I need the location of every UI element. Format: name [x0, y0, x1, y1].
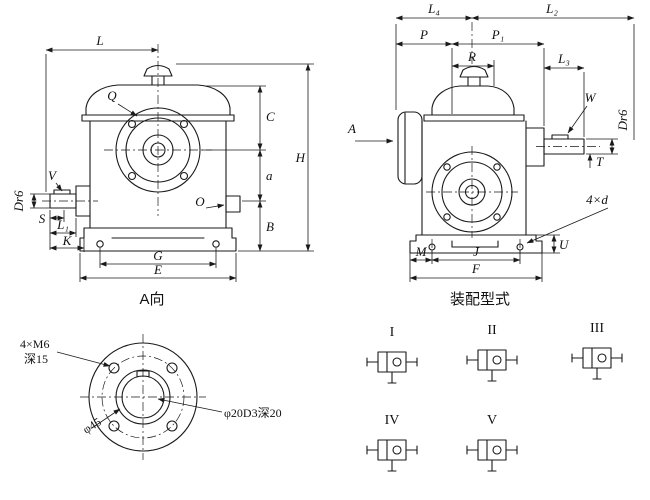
side-view-dimensions: L₄ L₂ P P₁ R L₃ W Dr6 T A 4×d: [347, 1, 635, 282]
dim-label-Q: Q: [107, 88, 117, 103]
front-view-dimensions: L Q C a B H O G E V: [11, 33, 314, 282]
dim-label-B: B: [266, 219, 274, 234]
dim-label-E: E: [153, 262, 162, 277]
dim-label-Dr6-front: Dr6: [11, 190, 26, 212]
dim-label-S: S: [39, 211, 46, 226]
side-view: L₄ L₂ P P₁ R L₃ W Dr6 T A 4×d: [347, 1, 635, 308]
config-label-2: II: [487, 323, 497, 338]
dim-label-T: T: [596, 154, 604, 169]
flange-tap-depth: 深15: [24, 352, 48, 366]
dim-label-M: M: [415, 244, 428, 259]
output-shaft-side: [525, 127, 600, 167]
flange-tap-note: 4×M6: [20, 337, 49, 351]
dim-label-J: J: [473, 244, 480, 259]
dim-label-L2: L₂: [545, 1, 558, 16]
dim-label-G: G: [153, 248, 163, 263]
dim-label-P: P: [419, 27, 428, 42]
dim-label-V: V: [48, 168, 58, 183]
gearbox-side-body: [397, 65, 600, 255]
dim-label-C: C: [266, 109, 275, 124]
config-label-5: V: [487, 413, 497, 428]
dim-label-P1: P₁: [491, 27, 504, 42]
flange-view: 4×M6 深15 φ45 φ20D3深20: [20, 334, 282, 460]
dim-label-L: L: [95, 33, 103, 48]
dim-label-R: R: [467, 49, 476, 64]
dim-label-L4: L₄: [427, 1, 440, 16]
side-view-caption: 装配型式: [450, 291, 510, 308]
gearbox-front-body: [42, 44, 241, 252]
dim-label-4xd: 4×d: [586, 192, 608, 207]
config-label-3: III: [590, 321, 604, 336]
config-label-4: IV: [385, 413, 400, 428]
front-view: L Q C a B H O G E V: [11, 33, 314, 308]
dim-label-H: H: [295, 150, 306, 165]
view-arrow-label-A: A: [347, 121, 356, 136]
flange-bore-note: φ20D3深20: [224, 406, 282, 420]
oil-plug: [225, 195, 241, 213]
wheel-bore-boss: [104, 44, 212, 216]
dim-label-K: K: [62, 233, 73, 248]
dim-label-U: U: [559, 237, 570, 252]
dim-label-L3: L₃: [557, 51, 570, 66]
dim-label-Dr6-side: Dr6: [615, 109, 630, 131]
dim-label-O: O: [195, 194, 205, 209]
dim-label-F: F: [471, 261, 481, 276]
input-shaft-front: [42, 185, 98, 217]
dim-label-L1: L₁: [56, 217, 69, 232]
assembly-configs: I II III IV V: [366, 321, 623, 472]
dim-label-a: a: [266, 168, 273, 183]
worm-wheel-boss-side: [426, 146, 518, 238]
config-label-1: I: [390, 325, 395, 340]
flange-face: [80, 334, 206, 460]
front-view-caption: A向: [139, 291, 164, 308]
dim-label-W: W: [585, 90, 597, 105]
